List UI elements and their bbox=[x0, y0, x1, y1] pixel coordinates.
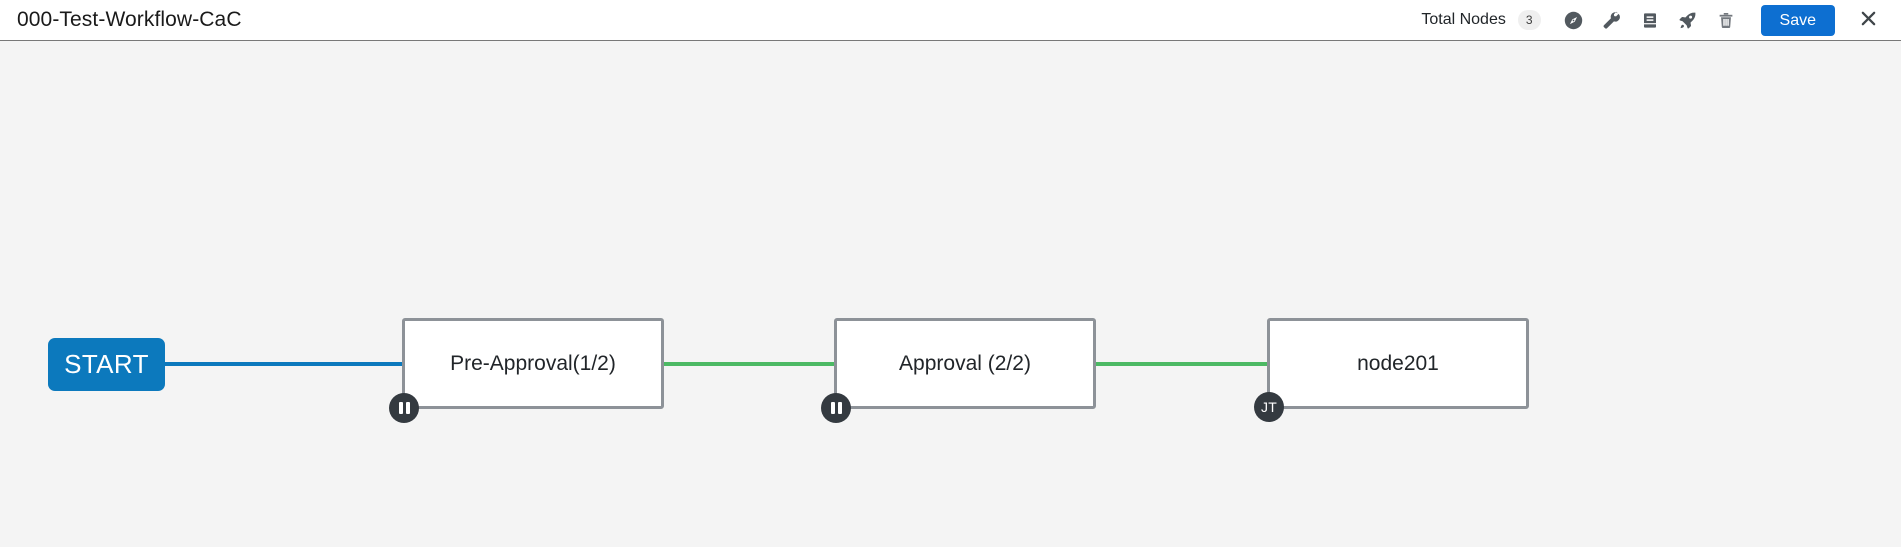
pause-icon bbox=[830, 402, 842, 414]
workflow-node-approval[interactable]: Approval (2/2) bbox=[834, 318, 1096, 409]
edge-start-to-pre-approval bbox=[164, 362, 405, 366]
workflow-node-label: node201 bbox=[1357, 351, 1439, 375]
workflow-node-start[interactable]: START bbox=[48, 338, 165, 391]
workflow-node-node201[interactable]: node201 bbox=[1267, 318, 1529, 409]
node-status-badge-pause[interactable] bbox=[389, 393, 419, 423]
close-icon bbox=[1860, 10, 1877, 30]
rocket-icon-button[interactable] bbox=[1669, 1, 1707, 39]
edge-approval-to-node201 bbox=[1094, 362, 1269, 366]
page-title: 000-Test-Workflow-CaC bbox=[17, 8, 242, 31]
workflow-node-label: Pre-Approval(1/2) bbox=[450, 351, 616, 375]
wrench-icon bbox=[1602, 11, 1621, 30]
node-status-badge-pause[interactable] bbox=[821, 393, 851, 423]
workflow-canvas[interactable]: START Pre-Approval(1/2) Approval (2/2) n… bbox=[0, 41, 1901, 547]
trash-icon bbox=[1717, 11, 1735, 30]
trash-icon-button[interactable] bbox=[1707, 1, 1745, 39]
rocket-icon bbox=[1678, 11, 1697, 30]
close-button[interactable] bbox=[1849, 1, 1887, 39]
wrench-icon-button[interactable] bbox=[1593, 1, 1631, 39]
avatar-initials: JT bbox=[1261, 399, 1277, 415]
book-icon-button[interactable] bbox=[1631, 1, 1669, 39]
workflow-node-label: START bbox=[64, 349, 149, 379]
book-icon bbox=[1641, 11, 1659, 30]
pause-icon bbox=[398, 402, 410, 414]
compass-icon bbox=[1564, 11, 1583, 30]
workflow-node-label: Approval (2/2) bbox=[899, 351, 1031, 375]
total-nodes-label: Total Nodes bbox=[1421, 11, 1506, 28]
edge-pre-approval-to-approval bbox=[662, 362, 837, 366]
app-header: 000-Test-Workflow-CaC Total Nodes 3 bbox=[0, 0, 1901, 41]
node-assignee-avatar[interactable]: JT bbox=[1254, 392, 1284, 422]
header-toolbar: Total Nodes 3 bbox=[1421, 0, 1901, 40]
total-nodes-indicator: Total Nodes 3 bbox=[1421, 10, 1541, 30]
save-button[interactable]: Save bbox=[1760, 4, 1835, 36]
compass-icon-button[interactable] bbox=[1555, 1, 1593, 39]
workflow-node-pre-approval[interactable]: Pre-Approval(1/2) bbox=[402, 318, 664, 409]
total-nodes-count-badge: 3 bbox=[1517, 10, 1541, 30]
